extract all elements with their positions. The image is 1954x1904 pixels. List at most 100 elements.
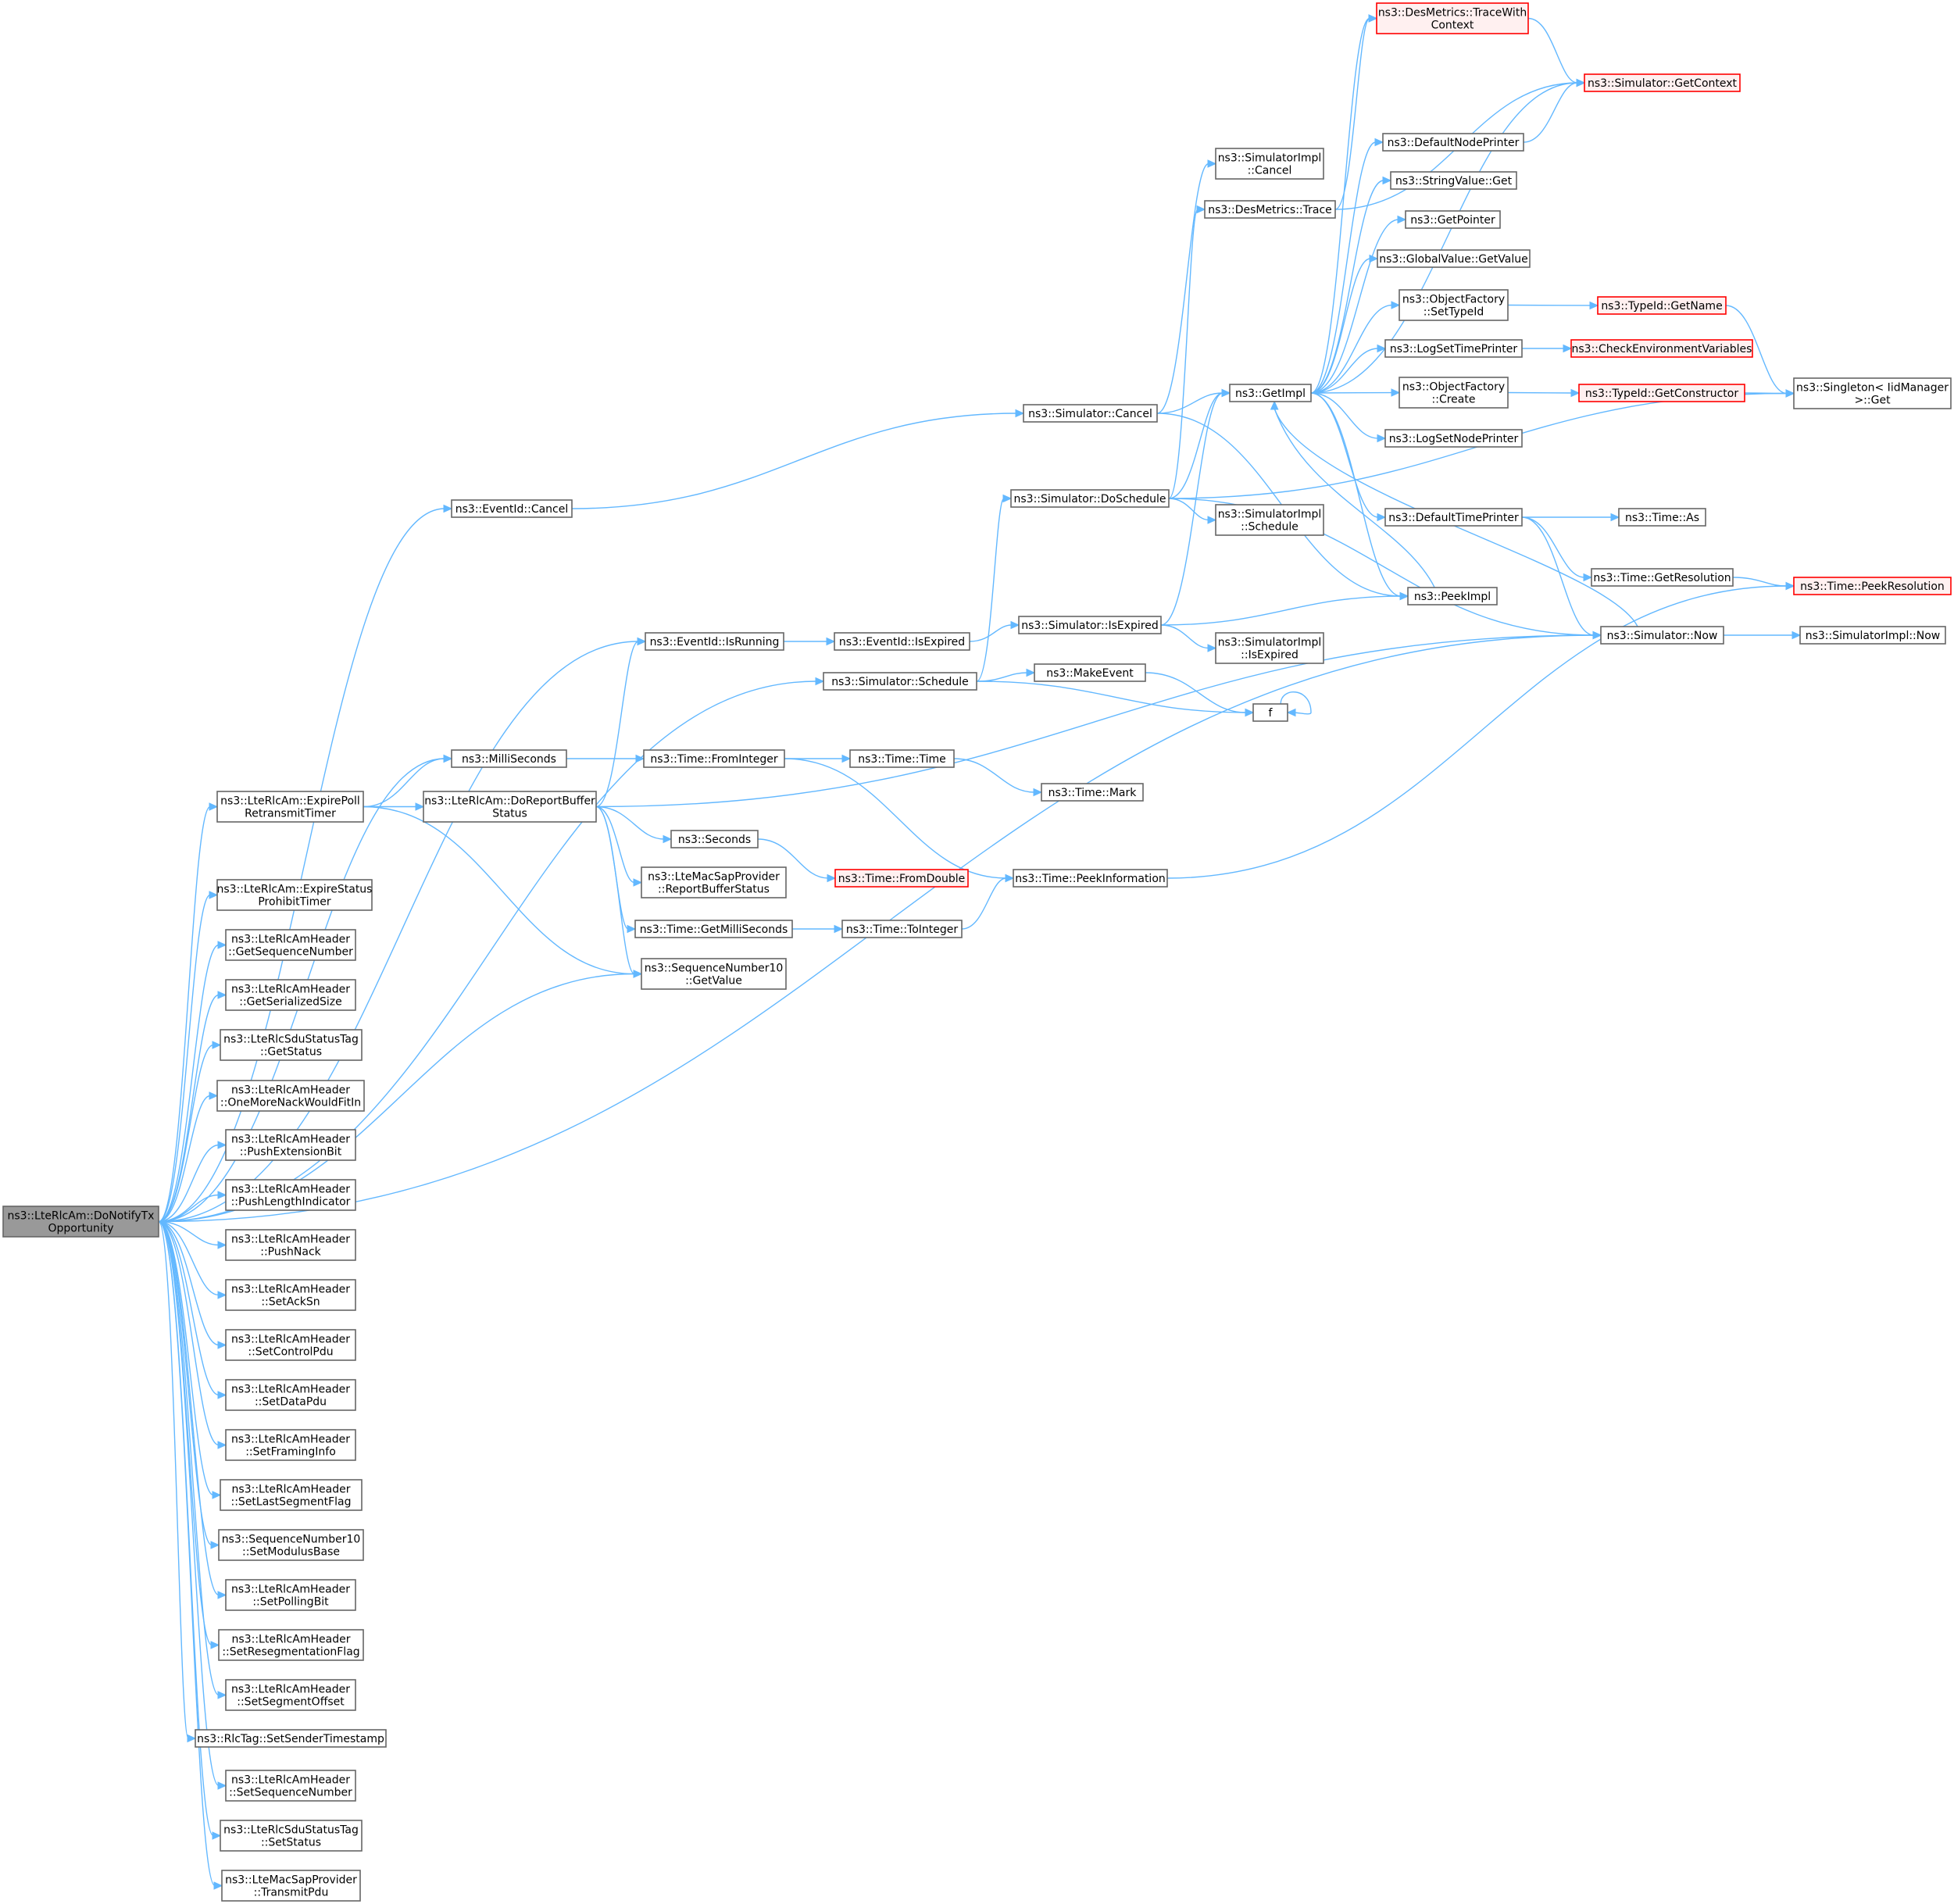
node-set-data-pdu[interactable]: ns3::LteRlcAmHeader::SetDataPdu xyxy=(225,1379,356,1411)
node-time-as[interactable]: ns3::Time::As xyxy=(1618,508,1706,527)
node-set-ack-sn[interactable]: ns3::LteRlcAmHeader::SetAckSn xyxy=(225,1279,356,1311)
edge-line xyxy=(158,1220,220,1396)
arrow-head-icon xyxy=(1002,494,1013,503)
edge-line xyxy=(158,1194,220,1223)
node-time-time[interactable]: ns3::Time::Time xyxy=(849,749,955,768)
arrow-head-icon xyxy=(663,834,673,844)
node-set-sender-ts[interactable]: ns3::RlcTag::SetSenderTimestamp xyxy=(195,1729,387,1748)
node-get-milliseconds[interactable]: ns3::Time::GetMilliSeconds xyxy=(634,920,793,938)
node-push-ext-bit[interactable]: ns3::LteRlcAmHeader::PushExtensionBit xyxy=(225,1129,356,1161)
node-globalvalue-getvalue[interactable]: ns3::GlobalValue::GetValue xyxy=(1377,249,1531,268)
node-default-time-printer[interactable]: ns3::DefaultTimePrinter xyxy=(1384,508,1523,527)
node-set-framing-info[interactable]: ns3::LteRlcAmHeader::SetFramingInfo xyxy=(225,1429,356,1461)
node-one-more-nack[interactable]: ns3::LteRlcAmHeader::OneMoreNackWouldFit… xyxy=(216,1080,365,1112)
node-check-env-vars[interactable]: ns3::CheckEnvironmentVariables xyxy=(1570,339,1753,358)
node-label: ns3::LteRlcSduStatusTag xyxy=(223,1034,359,1046)
node-simimpl-now[interactable]: ns3::SimulatorImpl::Now xyxy=(1799,626,1946,645)
node-typeid-getname[interactable]: ns3::TypeId::GetName xyxy=(1597,296,1727,315)
node-set-polling-bit[interactable]: ns3::LteRlcAmHeader::SetPollingBit xyxy=(225,1579,356,1611)
node-label: ::GetSequenceNumber xyxy=(228,946,353,959)
node-get-seq-num[interactable]: ns3::LteRlcAmHeader::GetSequenceNumber xyxy=(225,929,356,961)
node-simulator-doschedule[interactable]: ns3::Simulator::DoSchedule xyxy=(1010,489,1170,508)
node-set-seq-num[interactable]: ns3::LteRlcAmHeader::SetSequenceNumber xyxy=(225,1770,356,1802)
arrow-head-icon xyxy=(212,1491,222,1499)
node-label: ::SetResegmentationFlag xyxy=(222,1646,359,1659)
node-push-len-ind[interactable]: ns3::LteRlcAmHeader::PushLengthIndicator xyxy=(225,1179,356,1211)
node-eventid-isexpired[interactable]: ns3::EventId::IsExpired xyxy=(834,632,970,651)
call-edge-time_to_integer-to-peek_information xyxy=(961,873,1015,930)
node-label: ns3::EventId::IsRunning xyxy=(650,636,780,648)
node-set-last-seg-flag[interactable]: ns3::LteRlcAmHeader::SetLastSegmentFlag xyxy=(220,1479,363,1511)
node-set-modulus-base[interactable]: ns3::SequenceNumber10::SetModulusBase xyxy=(218,1529,364,1561)
node-peek-resolution[interactable]: ns3::Time::PeekResolution xyxy=(1793,577,1952,595)
node-log-set-node-printer[interactable]: ns3::LogSetNodePrinter xyxy=(1384,429,1523,448)
node-simimpl-isexpired[interactable]: ns3::SimulatorImpl::IsExpired xyxy=(1215,632,1324,664)
node-get-impl[interactable]: ns3::GetImpl xyxy=(1229,384,1312,402)
node-sdu-set-status[interactable]: ns3::LteRlcSduStatusTag::SetStatus xyxy=(220,1820,363,1852)
node-singleton-get[interactable]: ns3::Singleton< IidManager>::Get xyxy=(1793,377,1952,409)
call-edge-get_impl-to-stringvalue_get xyxy=(1310,176,1392,394)
node-set-reseg-flag[interactable]: ns3::LteRlcAmHeader::SetResegmentationFl… xyxy=(218,1629,364,1661)
node-simulator-cancel[interactable]: ns3::Simulator::Cancel xyxy=(1023,404,1158,423)
node-set-control-pdu[interactable]: ns3::LteRlcAmHeader::SetControlPdu xyxy=(225,1329,356,1361)
node-simulator-schedule[interactable]: ns3::Simulator::Schedule xyxy=(823,672,977,691)
arrow-head-icon xyxy=(217,941,227,949)
node-log-set-time-printer[interactable]: ns3::LogSetTimePrinter xyxy=(1384,339,1523,358)
node-transmit-pdu[interactable]: ns3::LteMacSapProvider::TransmitPdu xyxy=(221,1870,361,1902)
node-time-to-integer[interactable]: ns3::Time::ToInteger xyxy=(841,920,963,938)
node-push-nack[interactable]: ns3::LteRlcAmHeader::PushNack xyxy=(225,1229,356,1261)
node-time-mark[interactable]: ns3::Time::Mark xyxy=(1041,783,1144,802)
node-label: ::OneMoreNackWouldFitIn xyxy=(220,1097,361,1109)
call-edge-make_event-to-f xyxy=(1145,672,1255,717)
node-time-from-integer[interactable]: ns3::Time::FromInteger xyxy=(643,749,785,768)
node-label: ns3::ObjectFactory xyxy=(1402,381,1505,394)
node-simimpl-schedule[interactable]: ns3::SimulatorImpl::Schedule xyxy=(1215,504,1324,536)
edge-line xyxy=(1273,408,1435,588)
node-simimpl-cancel[interactable]: ns3::SimulatorImpl::Cancel xyxy=(1215,148,1324,180)
node-peek-impl[interactable]: ns3::PeekImpl xyxy=(1407,587,1498,605)
node-time-from-double[interactable]: ns3::Time::FromDouble xyxy=(834,869,969,888)
node-get-ser-size[interactable]: ns3::LteRlcAmHeader::GetSerializedSize xyxy=(225,979,356,1011)
edge-line xyxy=(158,1220,216,1887)
node-set-seg-offset[interactable]: ns3::LteRlcAmHeader::SetSegmentOffset xyxy=(225,1679,356,1711)
node-of-set-typeid[interactable]: ns3::ObjectFactory::SetTypeId xyxy=(1399,289,1509,321)
node-make-event[interactable]: ns3::MakeEvent xyxy=(1034,663,1146,682)
node-simulator-now[interactable]: ns3::Simulator::Now xyxy=(1600,626,1724,645)
node-get-context[interactable]: ns3::Simulator::GetContext xyxy=(1584,73,1741,92)
node-time-get-resolution[interactable]: ns3::Time::GetResolution xyxy=(1591,568,1734,587)
node-milliseconds[interactable]: ns3::MilliSeconds xyxy=(451,749,567,768)
node-label: ::SetStatus xyxy=(261,1837,321,1849)
node-label: ::SetSegmentOffset xyxy=(237,1696,345,1709)
node-seconds[interactable]: ns3::Seconds xyxy=(670,830,759,848)
node-label: f xyxy=(1269,707,1273,720)
call-edge-do_report_buffer-to-report_buffer_status xyxy=(595,806,643,887)
node-stringvalue-get[interactable]: ns3::StringValue::Get xyxy=(1390,171,1517,190)
node-f[interactable]: f xyxy=(1252,703,1288,722)
node-box xyxy=(1215,148,1324,180)
node-of-create[interactable]: ns3::ObjectFactory::Create xyxy=(1399,377,1509,409)
node-report-buffer-status[interactable]: ns3::LteMacSapProvider::ReportBufferStat… xyxy=(641,866,787,898)
node-eventid-isrunning[interactable]: ns3::EventId::IsRunning xyxy=(645,632,784,651)
call-edge-get_impl-to-of_create xyxy=(1310,388,1401,397)
node-seq10-get-value[interactable]: ns3::SequenceNumber10::GetValue xyxy=(641,958,787,990)
edge-line xyxy=(1310,392,1402,597)
node-get-pointer[interactable]: ns3::GetPointer xyxy=(1405,210,1501,229)
node-peek-information[interactable]: ns3::Time::PeekInformation xyxy=(1013,869,1168,888)
node-typeid-get-constructor[interactable]: ns3::TypeId::GetConstructor xyxy=(1578,384,1745,402)
node-desmetrics-trace[interactable]: ns3::DesMetrics::Trace xyxy=(1204,200,1336,219)
arrow-head-icon xyxy=(1397,215,1407,224)
node-default-node-printer[interactable]: ns3::DefaultNodePrinter xyxy=(1382,133,1524,152)
node-sdu-get-status[interactable]: ns3::LteRlcSduStatusTag::GetStatus xyxy=(220,1029,363,1061)
node-label: ns3::SimulatorImpl xyxy=(1218,152,1322,165)
node-simulator-isexpired[interactable]: ns3::Simulator::IsExpired xyxy=(1018,616,1162,634)
edge-line xyxy=(1310,391,1393,394)
node-eventid-cancel[interactable]: ns3::EventId::Cancel xyxy=(451,499,573,518)
node-box xyxy=(225,1379,356,1411)
edge-line xyxy=(595,806,635,975)
node-label: ns3::TypeId::GetConstructor xyxy=(1585,388,1738,400)
